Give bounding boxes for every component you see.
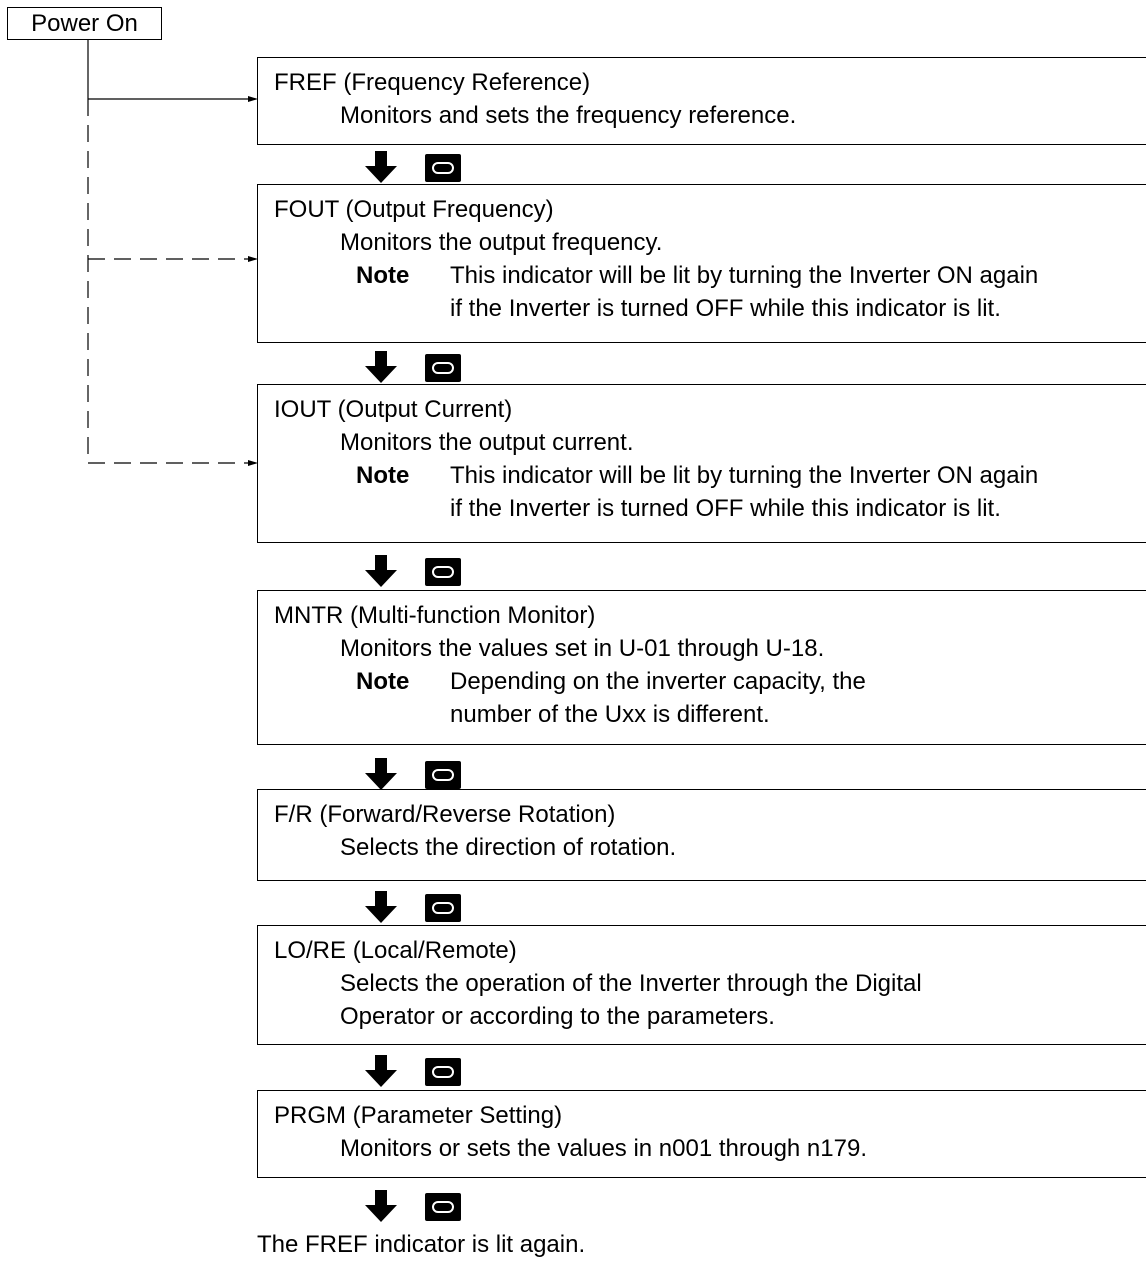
step-fr: F/R (Forward/Reverse Rotation) Selects t… — [257, 789, 1146, 881]
down-arrow-icon — [365, 351, 397, 383]
step-prgm: PRGM (Parameter Setting) Monitors or set… — [257, 1090, 1146, 1178]
display-key-icon — [425, 354, 461, 382]
transition-3 — [365, 555, 485, 595]
display-key-icon — [425, 154, 461, 182]
step-title: FREF (Frequency Reference) — [274, 69, 591, 96]
display-key-icon — [425, 1058, 461, 1086]
display-key-icon — [425, 761, 461, 789]
step-note: Note This indicator will be lit by turni… — [356, 259, 1146, 325]
note-label: Note — [356, 462, 410, 489]
step-mntr: MNTR (Multi-function Monitor) Monitors t… — [257, 590, 1146, 745]
note-label: Note — [356, 668, 410, 695]
transition-6 — [365, 1055, 485, 1095]
note-label: Note — [356, 262, 410, 289]
transition-5 — [365, 891, 485, 931]
step-title: MNTR (Multi-function Monitor) — [274, 602, 596, 629]
step-note: Note This indicator will be lit by turni… — [356, 459, 1146, 525]
down-arrow-icon — [365, 1055, 397, 1087]
transition-1 — [365, 151, 485, 191]
step-iout: IOUT (Output Current) Monitors the outpu… — [257, 384, 1146, 543]
arrowhead-fout — [248, 256, 258, 262]
down-arrow-icon — [365, 891, 397, 923]
step-desc: Monitors the values set in U-01 through … — [340, 635, 825, 662]
step-desc: Monitors the output frequency. — [340, 229, 663, 256]
note-line: Depending on the inverter capacity, the — [450, 668, 866, 695]
step-desc: Operator or according to the parameters. — [340, 1003, 775, 1030]
note-line: number of the Uxx is different. — [450, 701, 770, 728]
down-arrow-icon — [365, 555, 397, 587]
step-title: PRGM (Parameter Setting) — [274, 1102, 563, 1129]
arrowhead-iout — [248, 460, 258, 466]
step-desc: Selects the operation of the Inverter th… — [340, 970, 922, 997]
step-desc: Monitors the output current. — [340, 429, 634, 456]
display-key-icon — [425, 558, 461, 586]
step-lore: LO/RE (Local/Remote) Selects the operati… — [257, 925, 1146, 1045]
step-fout: FOUT (Output Frequency) Monitors the out… — [257, 184, 1146, 343]
down-arrow-icon — [365, 151, 397, 183]
note-line: This indicator will be lit by turning th… — [450, 262, 1039, 289]
step-note: Note Depending on the inverter capacity,… — [356, 665, 1146, 731]
arrowhead-fref — [248, 96, 258, 102]
power-on-label: Power On — [31, 10, 138, 37]
step-title: F/R (Forward/Reverse Rotation) — [274, 801, 616, 828]
transition-2 — [365, 351, 485, 391]
display-key-icon — [425, 1193, 461, 1221]
transition-7 — [365, 1190, 485, 1230]
step-desc: Monitors or sets the values in n001 thro… — [340, 1135, 867, 1162]
note-line: This indicator will be lit by turning th… — [450, 462, 1039, 489]
note-line: if the Inverter is turned OFF while this… — [450, 495, 1001, 522]
step-desc: Monitors and sets the frequency referenc… — [340, 102, 797, 129]
down-arrow-icon — [365, 1190, 397, 1222]
note-line: if the Inverter is turned OFF while this… — [450, 295, 1001, 322]
display-key-icon — [425, 894, 461, 922]
step-title: LO/RE (Local/Remote) — [274, 937, 517, 964]
transition-4 — [365, 758, 485, 798]
footer-text: The FREF indicator is lit again. — [257, 1231, 586, 1258]
step-fref: FREF (Frequency Reference) Monitors and … — [257, 57, 1146, 145]
step-title: FOUT (Output Frequency) — [274, 196, 554, 223]
down-arrow-icon — [365, 758, 397, 790]
step-desc: Selects the direction of rotation. — [340, 834, 677, 861]
power-on-box: Power On — [7, 7, 162, 40]
step-title: IOUT (Output Current) — [274, 396, 513, 423]
